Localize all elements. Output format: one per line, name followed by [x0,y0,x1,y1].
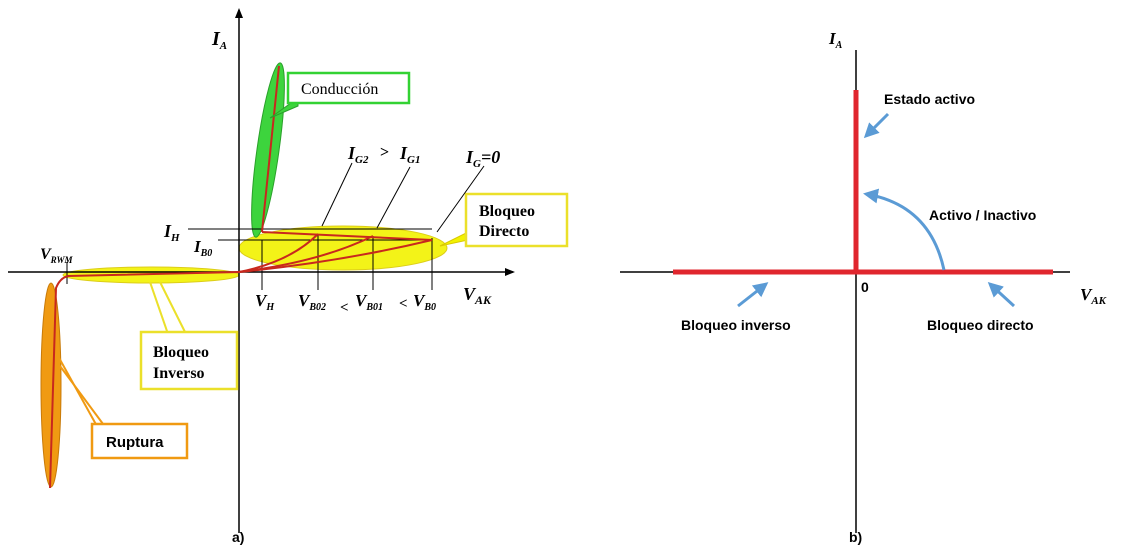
ig0-pointer [436,165,485,233]
ruptura-pointer-b [59,365,107,429]
vb01-label: VB01 [355,291,383,313]
curve-ig1 [238,235,374,273]
axis-vak-label-b: VAK [1080,285,1107,307]
vb0-label: VB0 [413,291,436,313]
activo-inactivo-label: Activo / Inactivo [929,207,1036,223]
ig2-label: IG2 [347,143,369,166]
axis-vak-label-a: VAK [463,284,492,307]
bloqueo-inverso-pointer-b [159,281,187,335]
vrwm-label: VRWM [40,246,74,265]
lt2-label: < [399,296,408,312]
axis-y-a-arrow [235,8,243,18]
panel-a: Conducción Bloqueo Directo Bloqueo Inver… [8,8,569,545]
bloqueo-directo-pointer [439,231,469,247]
axis-ia-label-b: IA [828,29,843,51]
vh-label: VH [255,291,275,313]
bloqueo-inverso-pointer-a [149,281,169,335]
bloqueo-directo-line2: Directo [479,223,529,240]
bloqueo-inverso-line1: Bloqueo [153,344,209,361]
ih-label: IH [163,221,180,244]
ig2-pointer [321,162,353,227]
gt-label: > [380,144,389,161]
caption-a: a) [232,529,244,545]
bloqueo-directo-arrow [987,281,1016,308]
bloqueo-inverso-line2: Inverso [153,365,205,382]
ruptura-pointer-a [57,355,99,429]
vb02-label: VB02 [298,291,326,313]
ig1-label: IG1 [399,143,420,166]
panel-b: IA VAK 0 Estado activo Activo / Inactivo… [620,29,1107,545]
bloqueo-inverso-arrow [737,282,769,308]
ig0-label: IG=0 [465,147,500,170]
bloqueo-directo-box [464,192,569,248]
ib0-label: IB0 [193,237,212,259]
axis-x-a-arrow [505,268,515,276]
ruptura-label: Ruptura [106,434,164,451]
ruptura-box [90,422,189,460]
activo-inactivo-arrow [863,188,946,271]
conduccion-region [251,62,285,238]
ig1-pointer [376,166,411,229]
lt1-label: < [340,300,349,316]
estado-activo-label: Estado activo [884,91,975,107]
characteristic-curves [49,65,433,489]
conduction-curve [261,65,280,233]
bloqueo-directo-line1: Bloqueo [479,203,535,220]
bloqueo-inverso-label: Bloqueo inverso [681,317,791,333]
caption-b: b) [849,529,862,545]
bloqueo-directo-label: Bloqueo directo [927,317,1034,333]
conduccion-box [286,71,411,105]
curve-ig2 [238,233,319,273]
reverse-curve [49,271,240,489]
estado-activo-arrow [863,112,890,139]
origin-label: 0 [861,279,869,295]
conduccion-label: Conducción [301,81,378,98]
axis-ia-label-a: IA [211,28,227,52]
bloqueo-inverso-box [139,330,239,391]
holding-curve [261,231,433,241]
